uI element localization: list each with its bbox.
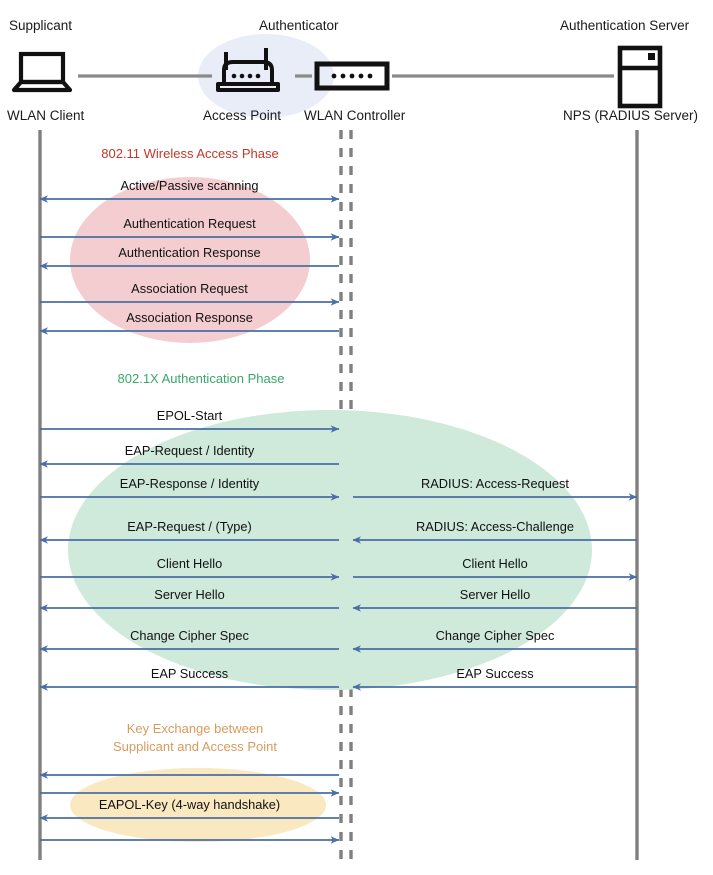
message-label-dot1x-auth-right-5: EAP Success bbox=[456, 666, 534, 681]
message-label-dot1x-auth-left-2: EAP-Response / Identity bbox=[119, 476, 260, 491]
message-label-wireless-access-left-1: Authentication Request bbox=[123, 216, 256, 231]
message-label-dot1x-auth-left-1: EAP-Request / Identity bbox=[124, 443, 255, 458]
phase-title-key-exchange-line2: Supplicant and Access Point bbox=[112, 739, 278, 755]
message-label-wireless-access-left-2: Authentication Response bbox=[118, 245, 261, 260]
wlan-controller-icon bbox=[314, 61, 390, 91]
message-label-wireless-access-left-4: Association Response bbox=[126, 310, 253, 325]
phase-title-key-exchange-line1: Key Exchange between bbox=[126, 721, 264, 736]
message-label-dot1x-auth-left-3: EAP-Request / (Type) bbox=[127, 519, 252, 534]
phase-title-dot1x: 802.1X Authentication Phase bbox=[117, 371, 285, 386]
message-label-wireless-access-left-3: Association Request bbox=[131, 281, 248, 296]
role-label-auth-server: Authentication Server bbox=[560, 18, 690, 33]
message-label-dot1x-auth-right-1: RADIUS: Access-Challenge bbox=[416, 519, 574, 534]
phase-ellipse-keyexchange bbox=[70, 768, 326, 842]
role-label-supplicant: Supplicant bbox=[9, 18, 73, 33]
device-label-access-point: Access Point bbox=[203, 108, 282, 123]
phase-title-key-exchange: Key Exchange between Supplicant and Acce… bbox=[0, 720, 390, 757]
access-point-leds bbox=[231, 73, 261, 79]
server-icon bbox=[617, 45, 663, 109]
laptop-icon bbox=[11, 51, 73, 93]
device-label-wlan-client: WLAN Client bbox=[7, 108, 85, 123]
device-label-wlan-controller: WLAN Controller bbox=[304, 108, 406, 123]
message-label-dot1x-auth-right-0: RADIUS: Access-Request bbox=[421, 476, 569, 491]
authenticator-halo bbox=[198, 34, 334, 118]
message-label-dot1x-auth-right-2: Client Hello bbox=[462, 556, 528, 571]
message-label-dot1x-auth-left-7: EAP Success bbox=[150, 666, 229, 681]
message-label-dot1x-auth-left-4: Client Hello bbox=[156, 556, 223, 571]
message-arrow-layer bbox=[39, 195, 638, 844]
message-label-dot1x-auth-right-3: Server Hello bbox=[459, 587, 531, 602]
wlan-controller-leds bbox=[331, 73, 373, 79]
message-label-dot1x-auth-left-0: EPOL-Start bbox=[156, 408, 223, 423]
phase-title-wireless-access: 802.11 Wireless Access Phase bbox=[101, 146, 279, 161]
phase-ellipse-dot1x bbox=[68, 410, 592, 690]
device-label-nps: NPS (RADIUS Server) bbox=[563, 108, 699, 123]
message-label-dot1x-auth-left-6: Change Cipher Spec bbox=[130, 628, 249, 643]
access-point-icon bbox=[216, 48, 280, 92]
message-label-dot1x-auth-left-5: Server Hello bbox=[154, 587, 225, 602]
message-label-wireless-access-left-0: Active/Passive scanning bbox=[120, 178, 259, 193]
role-label-authenticator: Authenticator bbox=[259, 18, 339, 33]
message-label-dot1x-auth-right-4: Change Cipher Spec bbox=[435, 628, 555, 643]
message-label-key-exchange-left-2: EAPOL-Key (4-way handshake) bbox=[98, 797, 281, 812]
